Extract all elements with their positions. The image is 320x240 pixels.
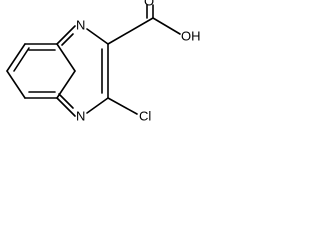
bond-n-bottom-to-fusion-inner [58, 93, 74, 109]
bond-carboxyl-to-oh [152, 17, 181, 35]
bond-c2-to-carboxyl [107, 17, 154, 45]
bond-benzene-fusion [56, 43, 76, 72]
n-bottom-label: N [76, 108, 85, 123]
bond-n-top-to-c2 [86, 28, 109, 45]
bond-c3-to-cl [107, 97, 138, 115]
bond-benzene-fusion-bottom [56, 70, 76, 99]
carbonyl-oxygen-label: O [144, 0, 154, 8]
bond-fusion-to-n-top [56, 25, 76, 45]
bond-benzene-top-left [6, 43, 26, 72]
chemical-structure: N N O OH Cl [6, 0, 201, 123]
n-top-label: N [76, 17, 85, 32]
bond-benzene-bottom-left [6, 70, 26, 99]
bond-n-bottom-to-fusion [56, 97, 76, 117]
hydroxyl-label: OH [181, 28, 201, 43]
chlorine-label: Cl [139, 108, 151, 123]
bond-c3-to-n-bottom [86, 97, 109, 114]
bond-n-top-to-fusion-inner [61, 33, 74, 46]
bond-benzene-left-inner [13, 47, 30, 72]
